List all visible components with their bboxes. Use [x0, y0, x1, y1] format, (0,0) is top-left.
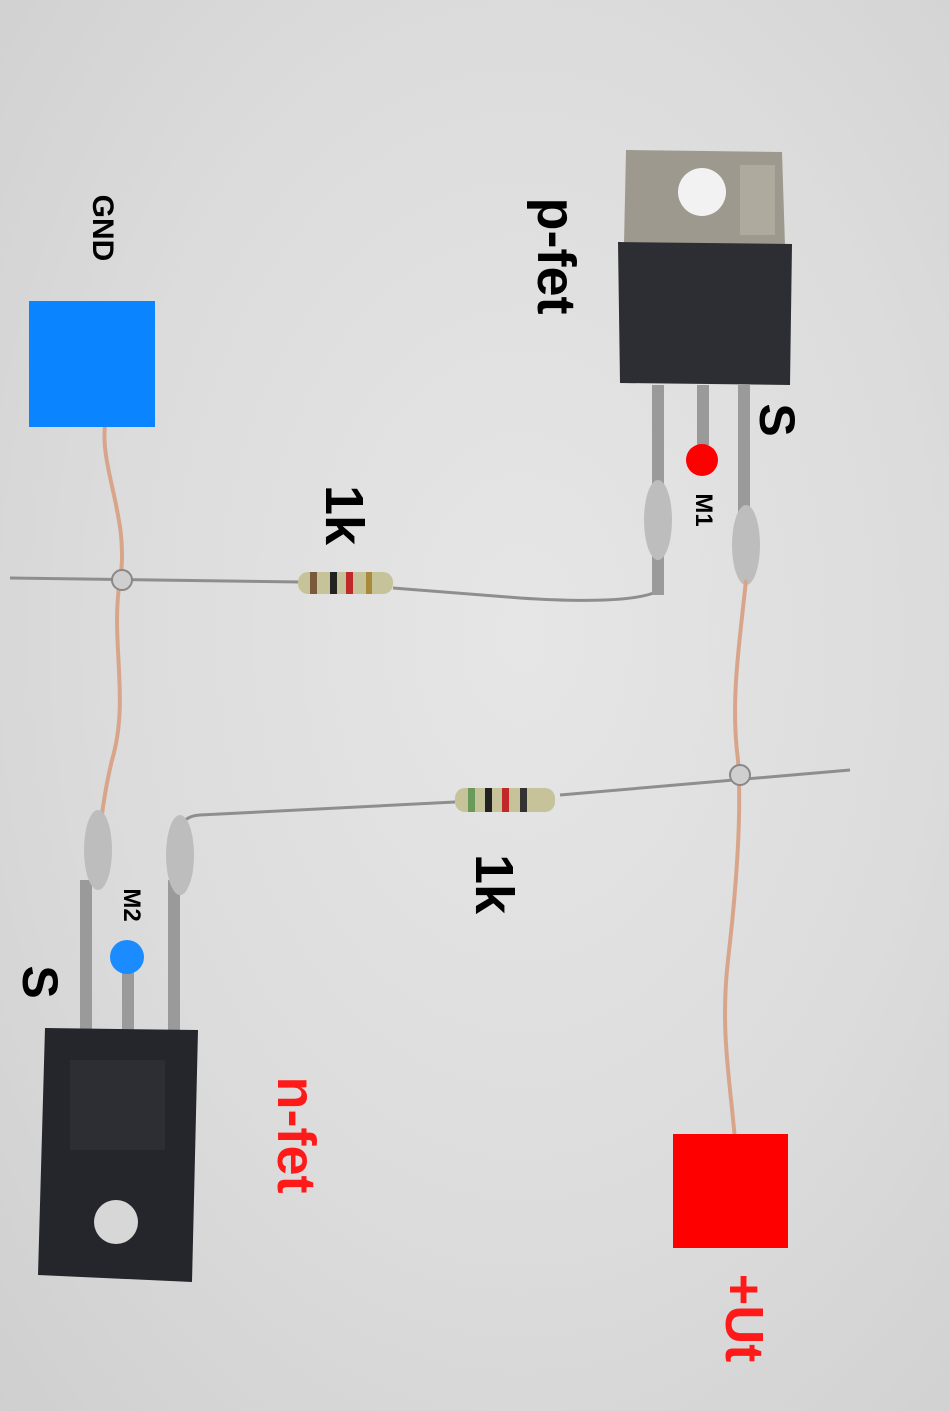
top-junction-lead [9, 576, 301, 584]
nfet-body [38, 810, 198, 1282]
gnd-pad [29, 301, 155, 427]
m2-label: M2 [118, 888, 145, 922]
r1-lead-right [392, 540, 662, 602]
supply-pad [673, 1134, 788, 1248]
lower-junction-lead [559, 768, 851, 797]
pfet-label: p-fet [526, 197, 586, 315]
pfet-source-label: S [749, 403, 805, 437]
r1-label: 1k [314, 484, 374, 546]
m1-label: M1 [690, 493, 717, 527]
top-junction [111, 569, 133, 591]
m2-dot [110, 940, 144, 974]
resistor-r1 [298, 572, 393, 594]
supply-label: +Ut [714, 1273, 774, 1363]
pfet-body [618, 150, 792, 595]
gnd-label: GND [86, 194, 119, 262]
nfet-label: n-fet [266, 1076, 326, 1194]
lower-junction [729, 764, 751, 786]
resistor-r2 [455, 788, 555, 812]
nfet-source-label: S [12, 965, 68, 999]
r2-label: 1k [464, 853, 524, 915]
r2-lead-left [173, 800, 456, 900]
m1-dot [686, 444, 718, 476]
supply-wire [723, 579, 748, 1141]
